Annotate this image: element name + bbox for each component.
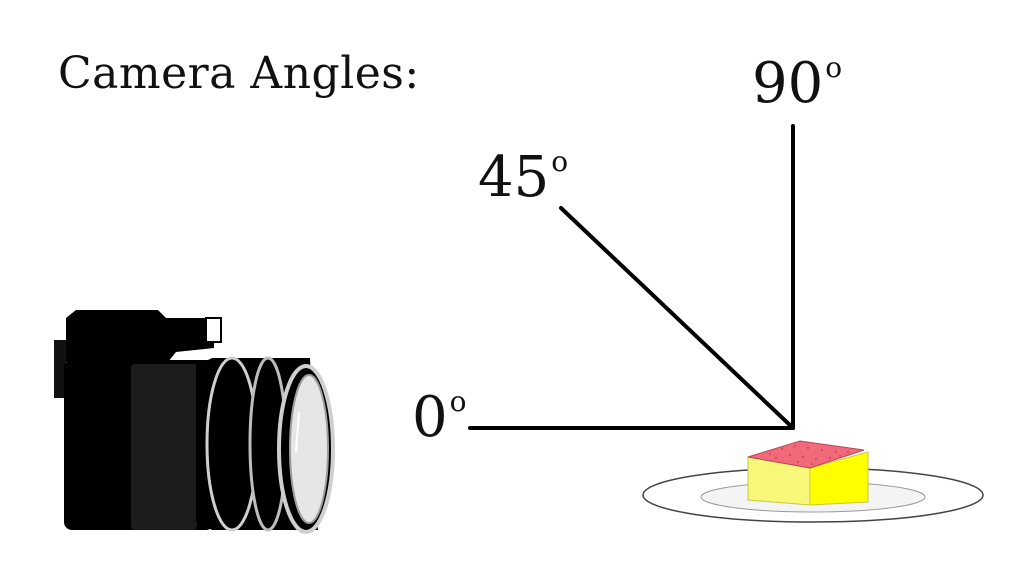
diagram-title: Camera Angles:: [58, 48, 420, 99]
cake-side: [809, 451, 869, 506]
angle-0-unit: o: [449, 385, 467, 418]
camera-lens-glass: [289, 374, 329, 524]
angle-label-45: 45o: [478, 145, 569, 210]
camera-lens-glare: [295, 411, 300, 453]
angle-90-value: 90: [752, 51, 824, 116]
camera-grip: [131, 364, 197, 530]
camera-icon: [54, 310, 335, 534]
angle-label-0: 0o: [412, 385, 467, 450]
cake-on-plate-icon: [642, 440, 984, 523]
angle-90-unit: o: [825, 51, 843, 84]
camera-hot-shoe: [205, 317, 222, 343]
camera-strap-lug: [54, 340, 66, 398]
angle-45-value: 45: [478, 145, 550, 210]
angle-0-value: 0: [412, 385, 448, 450]
cake-top-sprinkles: [769, 445, 849, 465]
angle-label-90: 90o: [752, 51, 843, 116]
angle-45-unit: o: [551, 145, 569, 178]
cake-top: [747, 440, 865, 469]
camera-top-housing: [66, 310, 214, 362]
angle-line-45: [559, 206, 795, 430]
